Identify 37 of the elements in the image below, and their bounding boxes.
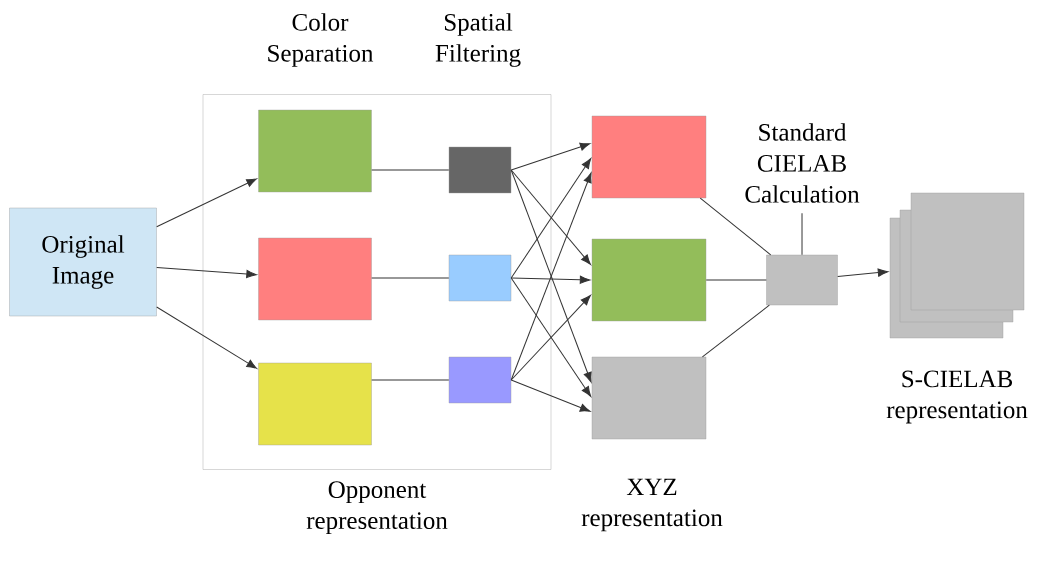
channel-box — [258, 109, 372, 193]
filter-box — [448, 356, 512, 404]
image-box: Original Image — [9, 207, 157, 317]
arrow — [510, 275, 591, 284]
arrow — [510, 277, 592, 397]
connector-line — [705, 279, 767, 281]
channel-box — [591, 238, 707, 322]
connector-line — [701, 304, 770, 358]
arrow — [837, 268, 889, 278]
stacked-squares — [889, 192, 1025, 339]
arrow — [510, 295, 591, 381]
caption-text: S-CIELAB representation — [886, 370, 1028, 424]
arrow — [156, 266, 257, 279]
arrow — [510, 379, 591, 412]
column-heading: Spatial Filtering — [435, 13, 521, 67]
column-heading: Color Separation — [268, 13, 374, 67]
process-box — [766, 254, 838, 306]
connector-line — [371, 277, 450, 279]
arrow — [510, 142, 591, 171]
connector-line — [371, 379, 450, 381]
filter-box — [448, 146, 512, 194]
group-frame: Opponent representation — [202, 94, 552, 535]
arrow — [156, 178, 257, 228]
node-label: Opponent representation — [306, 481, 448, 535]
channel-box — [258, 362, 372, 446]
connector-line — [699, 197, 772, 256]
channel-box — [591, 115, 707, 199]
channel-box — [258, 237, 372, 321]
leader-line — [801, 212, 803, 256]
arrow — [156, 306, 258, 369]
caption-text: XYZ representation — [581, 478, 723, 532]
filter-box — [448, 254, 512, 302]
arrow — [510, 169, 591, 265]
arrow — [510, 158, 592, 279]
connector-line — [371, 169, 450, 171]
step-label: Standard CIELAB Calculation — [745, 123, 860, 203]
channel-box — [591, 356, 707, 440]
